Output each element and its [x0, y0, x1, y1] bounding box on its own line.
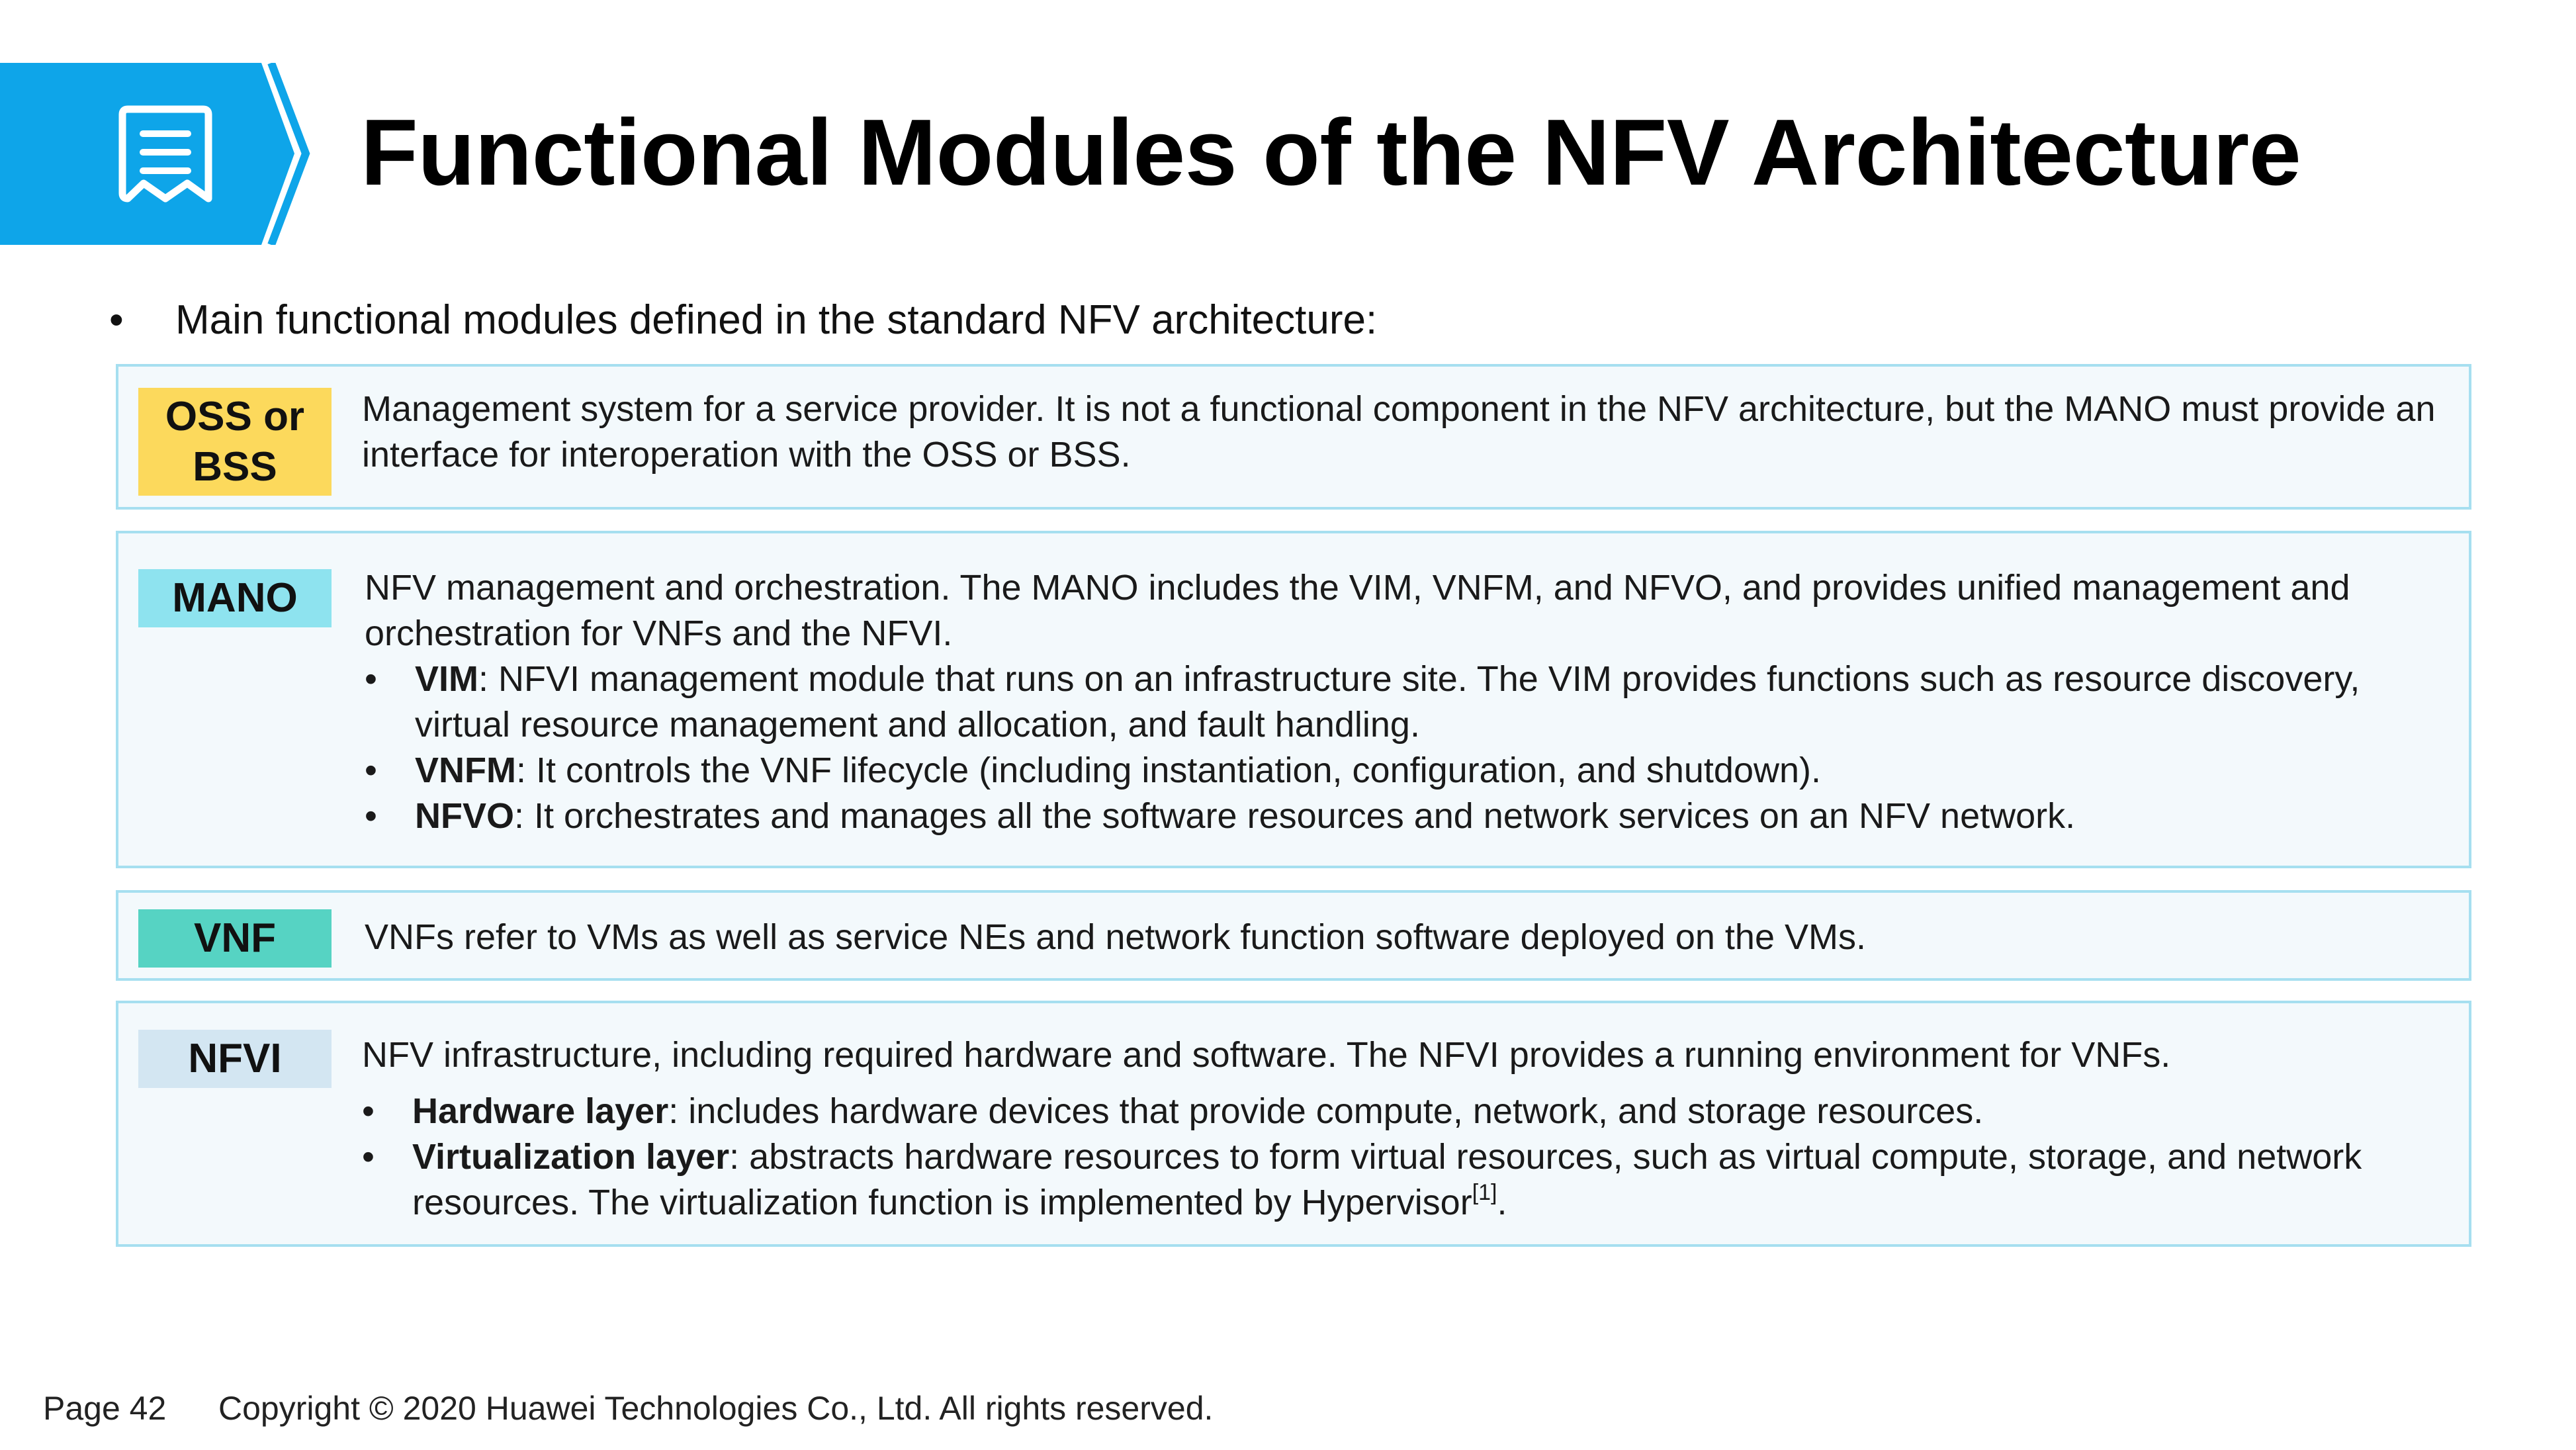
module-tag-mano: MANO — [138, 569, 332, 627]
module-description-vnf: VNFs refer to VMs as well as service NEs… — [365, 915, 2450, 960]
nfvi-description: NFV infrastructure, including required h… — [362, 1035, 2171, 1075]
list-bullet: • — [365, 796, 377, 836]
nfvi-item-hardware-layer: • Hardware layer: includes hardware devic… — [362, 1089, 2450, 1134]
nfvi-text-virtualization-layer: : abstracts hardware resources to form v… — [412, 1137, 2362, 1222]
mano-text-nfvo: : It orchestrates and manages all the so… — [514, 796, 2076, 836]
nfvi-item-list: • Hardware layer: includes hardware devic… — [362, 1089, 2450, 1226]
mano-item-vnfm: • VNFM: It controls the VNF lifecycle (in… — [365, 748, 2450, 793]
mano-item-list: • VIM: NFVI management module that runs o… — [365, 657, 2450, 839]
copyright-notice: Copyright © 2020 Huawei Technologies Co.… — [218, 1390, 1214, 1427]
module-description-oss-bss: Management system for a service provider… — [362, 386, 2450, 478]
nfvi-text-end: . — [1497, 1183, 1507, 1222]
page-title: Functional Modules of the NFV Architectu… — [361, 100, 2301, 205]
mano-item-nfvo: • NFVO: It orchestrates and manages all t… — [365, 793, 2450, 839]
list-bullet: • — [365, 659, 377, 699]
intro-text: Main functional modules defined in the s… — [175, 297, 1378, 343]
intro-line: • Main functional modules defined in the … — [109, 296, 1377, 345]
mano-term-nfvo: NFVO — [415, 796, 515, 836]
intro-bullet: • — [109, 297, 124, 343]
module-mano: MANO NFV management and orchestration. T… — [116, 531, 2471, 868]
module-description-nfvi: NFV infrastructure, including required h… — [362, 1032, 2450, 1226]
list-bullet: • — [362, 1091, 375, 1131]
module-description-mano: NFV management and orchestration. The MA… — [365, 565, 2450, 839]
nfvi-text-hardware-layer: : includes hardware devices that provide… — [668, 1091, 1984, 1131]
module-vnf: VNF VNFs refer to VMs as well as service… — [116, 890, 2471, 981]
vnf-description: VNFs refer to VMs as well as service NEs… — [365, 917, 1866, 957]
mano-text-vim: : NFVI management module that runs on an… — [415, 659, 2360, 745]
list-bullet: • — [365, 750, 377, 790]
nfvi-item-virtualization-layer: • Virtualization layer: abstracts hardwar… — [362, 1134, 2450, 1226]
oss-description: Management system for a service provider… — [362, 389, 2436, 475]
list-bullet: • — [362, 1137, 375, 1177]
mano-term-vnfm: VNFM — [415, 750, 516, 790]
mano-item-vim: • VIM: NFVI management module that runs o… — [365, 657, 2450, 748]
mano-text-vnfm: : It controls the VNF lifecycle (includi… — [515, 750, 1822, 790]
nfvi-term-virtualization-layer: Virtualization layer — [412, 1137, 730, 1177]
mano-description: NFV management and orchestration. The MA… — [365, 568, 2350, 653]
footnote-reference[interactable]: [1] — [1472, 1180, 1497, 1205]
module-tag-nfvi: NFVI — [138, 1030, 332, 1088]
header-icon-banner — [0, 63, 311, 245]
nfvi-term-hardware-layer: Hardware layer — [412, 1091, 669, 1131]
mano-term-vim: VIM — [415, 659, 479, 699]
module-oss-bss: OSS or BSS Management system for a servi… — [116, 364, 2471, 510]
page-number: Page 42 — [43, 1390, 167, 1427]
module-tag-vnf: VNF — [138, 909, 332, 968]
module-nfvi: NFVI NFV infrastructure, including requi… — [116, 1001, 2471, 1247]
document-list-icon — [118, 105, 212, 203]
module-tag-oss-bss: OSS or BSS — [138, 388, 332, 496]
